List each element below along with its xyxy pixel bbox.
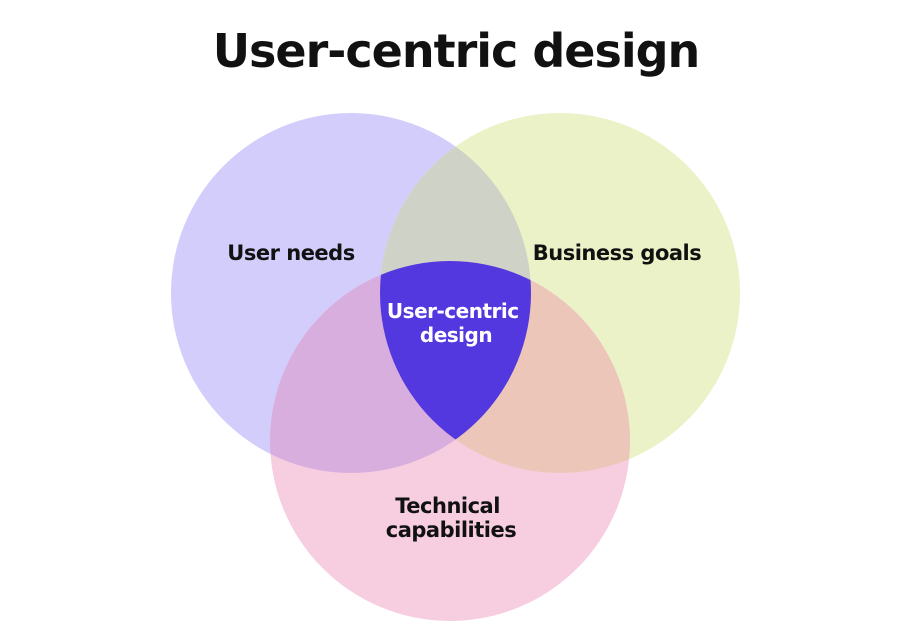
user-technical-overlap	[270, 261, 531, 473]
user-centric-design-label: User-centric design	[387, 299, 525, 347]
user-needs-label: User needs	[227, 241, 354, 265]
technical-capabilities-label-line: capabilities	[386, 518, 516, 542]
user-centric-design-label-line: User-centric	[387, 299, 519, 323]
page-title: User-centric design	[212, 24, 701, 78]
technical-capabilities-label-line: Technical	[395, 494, 500, 518]
technical-capabilities-label: Technical capabilities	[386, 494, 516, 542]
business-goals-label: Business goals	[533, 241, 702, 265]
user-centric-design-label-line: design	[420, 323, 492, 347]
